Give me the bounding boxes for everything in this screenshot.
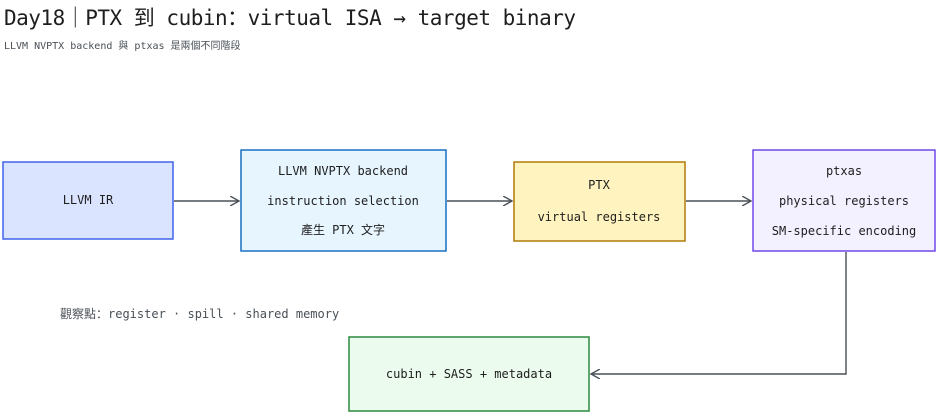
node-nvptx-line-2: instruction selection xyxy=(267,194,419,208)
node-ptxas: ptxas physical registers SM-specific enc… xyxy=(752,149,936,252)
node-ptxas-line-2: physical registers xyxy=(779,194,909,208)
node-ptxas-line-3: SM-specific encoding xyxy=(772,224,917,238)
node-cubin: cubin + SASS + metadata xyxy=(348,336,590,412)
node-ptx: PTX virtual registers xyxy=(513,161,686,242)
diagram-title: Day18｜PTX 到 cubin：virtual ISA → target b… xyxy=(4,6,576,30)
node-nvptx-line-1: LLVM NVPTX backend xyxy=(278,164,408,178)
node-ptxas-line-1: ptxas xyxy=(826,164,862,178)
node-ptx-line-2: virtual registers xyxy=(538,210,661,224)
observation-note: 觀察點：register · spill · shared memory xyxy=(60,307,340,321)
node-llvm-ir-label: LLVM IR xyxy=(63,193,114,207)
node-ptx-line-1: PTX xyxy=(588,178,610,192)
arrow-ptxas-to-cubin xyxy=(591,252,847,374)
node-nvptx-line-3: 產生 PTX 文字 xyxy=(301,222,385,237)
node-cubin-label: cubin + SASS + metadata xyxy=(386,367,552,381)
node-llvm-ir: LLVM IR xyxy=(2,161,174,240)
diagram-subtitle: LLVM NVPTX backend 與 ptxas 是兩個不同階段 xyxy=(4,41,241,52)
node-nvptx-backend: LLVM NVPTX backend instruction selection… xyxy=(240,149,447,252)
